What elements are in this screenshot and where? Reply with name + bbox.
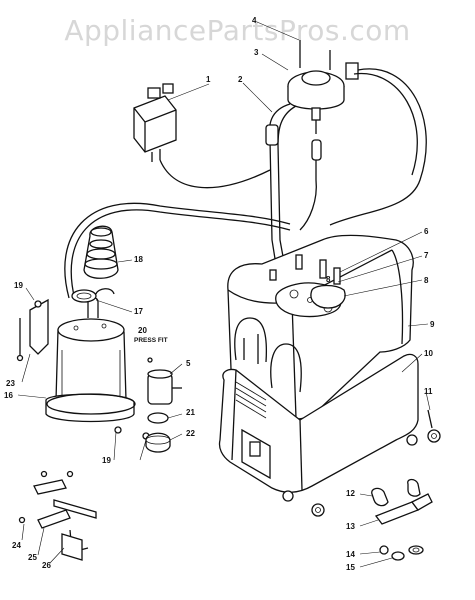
callout-25: 25 [28, 553, 37, 562]
callout-19a: 19 [14, 281, 23, 290]
float-part[interactable] [145, 432, 171, 453]
callout-19b: 19 [102, 456, 111, 465]
callout-23: 23 [6, 379, 15, 388]
wing-nut-part[interactable] [371, 478, 421, 507]
transformer-part[interactable] [133, 83, 271, 189]
callout-12: 12 [346, 489, 355, 498]
callout-11: 11 [424, 387, 433, 396]
callout-20: 20 [138, 326, 147, 335]
callout-13: 13 [346, 522, 355, 531]
callout-15: 15 [346, 563, 355, 572]
callout-16: 16 [4, 391, 13, 400]
bracket-part[interactable] [29, 298, 49, 355]
timer-motor-part[interactable] [287, 40, 427, 226]
callout-9: 9 [430, 320, 435, 329]
filter-boot-part[interactable] [83, 225, 119, 279]
mount-bracket-part[interactable] [18, 499, 97, 561]
callout-2: 2 [238, 75, 243, 84]
pin-part[interactable] [333, 267, 341, 285]
callout-10: 10 [424, 349, 433, 358]
callout-26: 26 [42, 561, 51, 570]
gasket-plate-part[interactable] [310, 284, 346, 309]
callout-4: 4 [252, 16, 257, 25]
caster-part[interactable] [427, 409, 441, 443]
callout-5: 5 [186, 359, 191, 368]
callout-6: 6 [424, 227, 429, 236]
watermark-text: AppliancePartsPros.com [64, 14, 411, 47]
leader-lines [17, 21, 431, 568]
callout-22: 22 [186, 429, 195, 438]
callout-3: 3 [254, 48, 259, 57]
base-pan-part[interactable] [218, 353, 419, 517]
callout-18: 18 [134, 255, 143, 264]
pump-wire-2 [64, 202, 291, 299]
callout-8b: 8 [326, 275, 331, 284]
valve-part[interactable] [147, 357, 182, 405]
callout-8a: 8 [424, 276, 429, 285]
clip-part[interactable] [33, 470, 74, 495]
callout-21: 21 [186, 408, 195, 417]
clamp-ring-part[interactable] [71, 289, 97, 303]
press-fit-note: PRESS FIT [134, 337, 168, 344]
callout-14: 14 [346, 550, 355, 559]
pump-wire [70, 209, 291, 301]
diaphragm-part[interactable] [147, 412, 169, 424]
clamp-part[interactable] [374, 493, 433, 525]
callout-17: 17 [134, 307, 143, 316]
callout-24: 24 [12, 541, 21, 550]
screw-part[interactable] [16, 318, 150, 440]
washer-part[interactable] [379, 545, 424, 561]
pump-motor-part[interactable] [45, 288, 136, 423]
callout-1: 1 [206, 75, 211, 84]
callout-7: 7 [424, 251, 429, 260]
